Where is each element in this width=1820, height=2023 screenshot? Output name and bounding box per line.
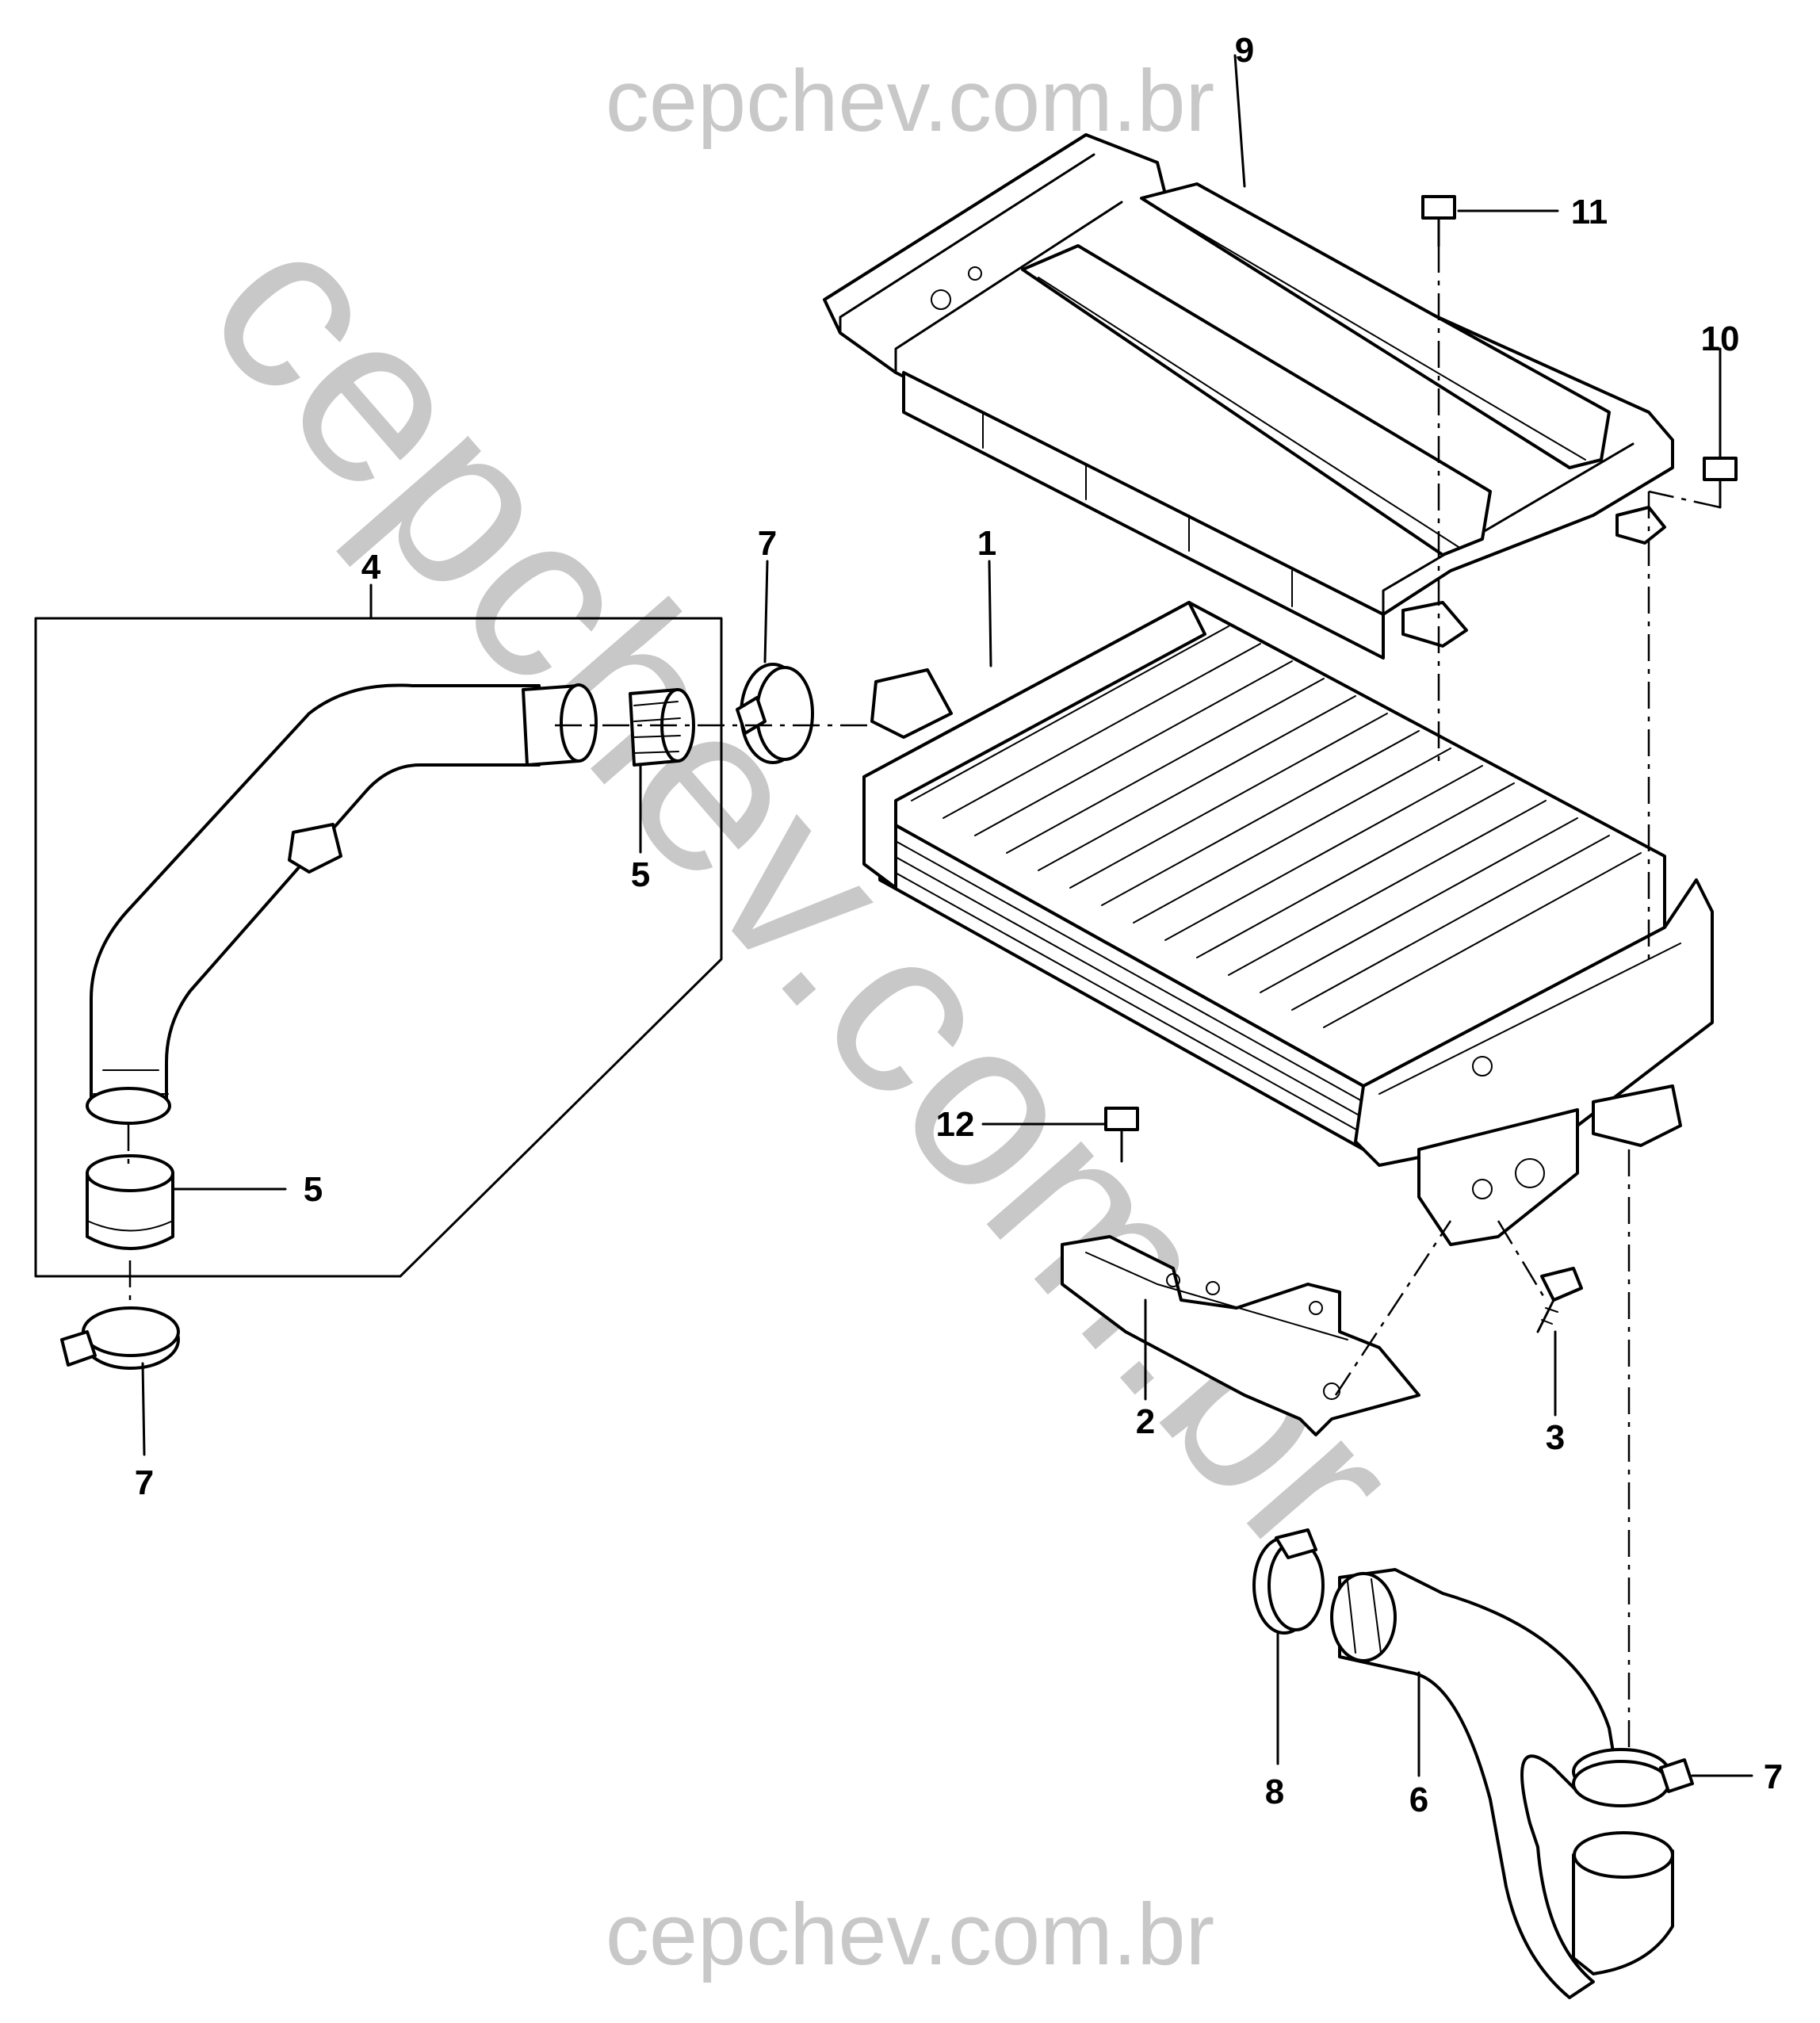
callout-12: 12: [936, 1105, 975, 1144]
outlet-elbow: [1572, 1831, 1674, 1975]
callout-5-lower: 5: [304, 1170, 323, 1209]
hose-clamp-upper: [736, 663, 814, 764]
hose-clamp-8: [1252, 1528, 1325, 1635]
callout-4: 4: [361, 548, 381, 587]
callout-10: 10: [1701, 319, 1740, 358]
callout-9: 9: [1235, 31, 1254, 70]
intercooler-cover: [823, 133, 1674, 660]
callout-7-left: 7: [135, 1463, 154, 1502]
callout-7-lower-right: 7: [1764, 1757, 1783, 1796]
intake-pipe: [86, 683, 541, 1125]
leader-lines: [141, 54, 1753, 1777]
bolt-3: [1536, 1267, 1583, 1333]
callout-8: 8: [1265, 1773, 1284, 1811]
callout-1: 1: [977, 524, 996, 563]
callout-11: 11: [1571, 193, 1608, 231]
callout-2: 2: [1136, 1402, 1155, 1441]
alignment-lines: [127, 246, 1721, 1752]
callout-5-upper: 5: [631, 855, 650, 894]
bolt-10: [1703, 457, 1738, 509]
watermark-top: cepchev.com.br: [606, 52, 1214, 150]
callout-7-upper: 7: [758, 524, 777, 563]
mounting-bracket: [1061, 1235, 1420, 1436]
outlet-hose: [1330, 1568, 1619, 1999]
bolt-11: [1421, 195, 1456, 247]
callout-3: 3: [1546, 1418, 1565, 1457]
callout-labels: 9 11 10 1 7 4 5 5 7 12 2 3 8 6 7: [135, 31, 1783, 1819]
hose-clamp-left: [60, 1306, 180, 1370]
hose-clamp-lower-right: [1572, 1748, 1694, 1807]
hose-assembly-frame: [34, 617, 723, 1278]
intercooler-core: [862, 601, 1714, 1246]
bolt-12: [1104, 1107, 1139, 1163]
sleeve-coupling-lower: [86, 1154, 174, 1250]
watermark-bottom: cepchev.com.br: [606, 1886, 1214, 1983]
callout-6: 6: [1409, 1780, 1428, 1819]
